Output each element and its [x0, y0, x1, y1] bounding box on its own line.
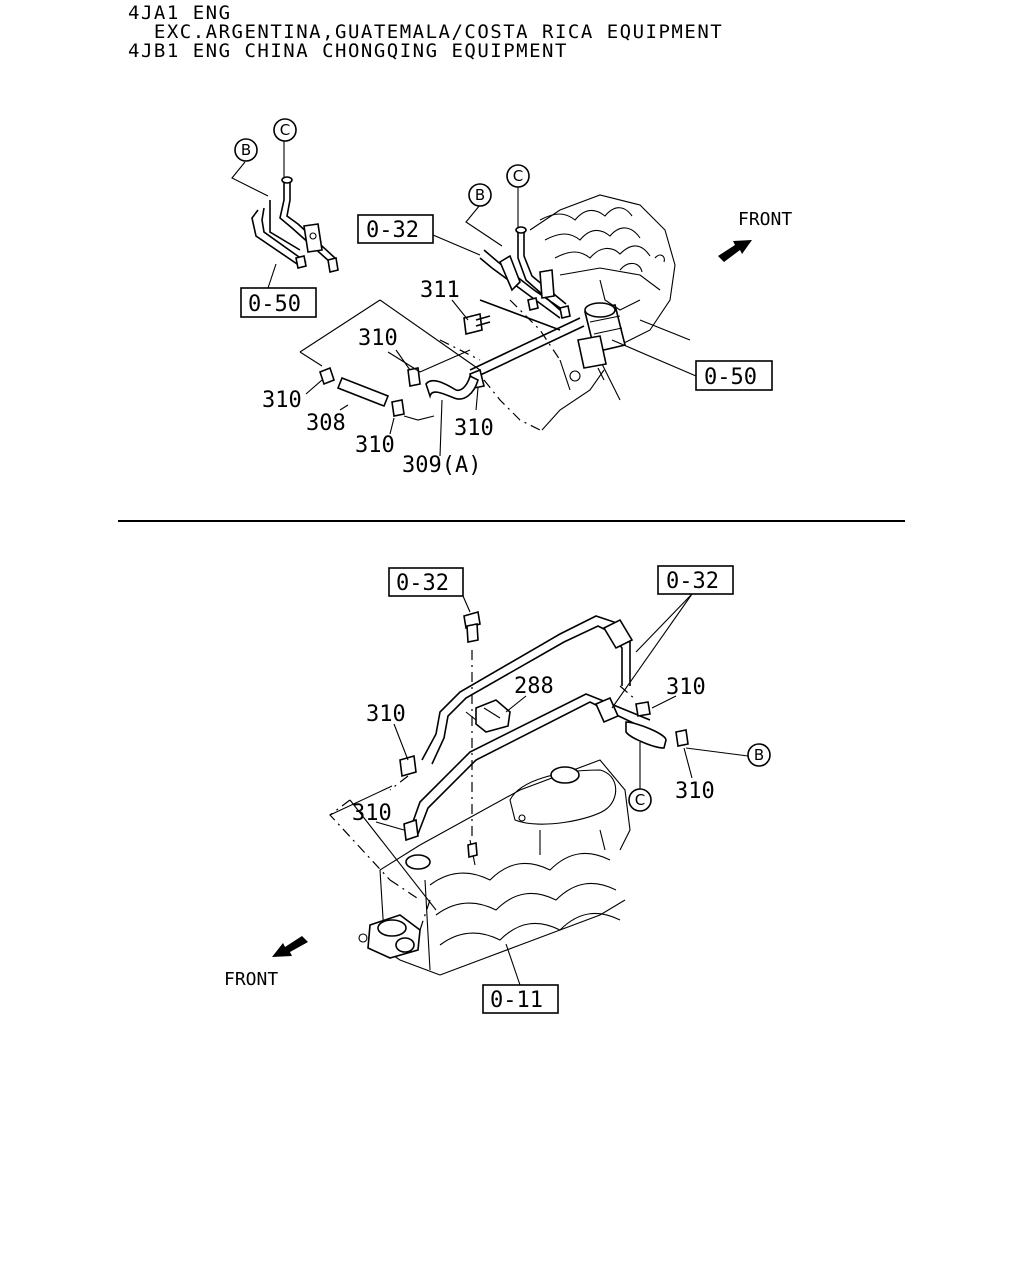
ref-circle-b-top-right: B — [468, 183, 492, 207]
box-ref-text: 0-50 — [704, 365, 757, 390]
ref-circle-c-bottom: C — [628, 788, 652, 812]
header-line-1: 4JA1 ENG — [128, 2, 232, 24]
top-right-pipe-assembly — [479, 226, 571, 319]
top-leader-lines — [231, 140, 697, 457]
part-label-310: 310 — [454, 416, 494, 441]
box-ref-0-50-right: 0-50 — [695, 360, 773, 391]
box-ref-text: 0-32 — [366, 218, 419, 243]
ref-c-text: C — [280, 121, 290, 139]
box-ref-text: 0-50 — [248, 292, 301, 317]
ref-b-text: B — [241, 141, 251, 159]
ref-c-text: C — [635, 791, 645, 809]
ref-circle-c-top-left: C — [273, 118, 297, 142]
box-ref-0-32-bottom-right: 0-32 — [657, 565, 734, 595]
part-label-310: 310 — [366, 702, 406, 727]
front-arrow-bottom: FRONT — [224, 936, 308, 990]
box-ref-text: 0-32 — [396, 571, 449, 596]
box-ref-0-50-left: 0-50 — [240, 287, 317, 318]
part-label-310: 310 — [666, 675, 706, 700]
part-label-310: 310 — [358, 326, 398, 351]
part-label-310: 310 — [355, 433, 395, 458]
bottom-bolt — [463, 610, 481, 859]
bottom-leader-lines — [375, 593, 749, 986]
part-label-308: 308 — [306, 411, 346, 436]
bottom-assembly-lines — [329, 685, 637, 931]
ref-c-text: C — [513, 167, 523, 185]
header-line-3: 4JB1 ENG CHINA CHONGQING EQUIPMENT — [128, 40, 568, 62]
part-label-288: 288 — [514, 674, 554, 699]
part-label-310: 310 — [352, 801, 392, 826]
front-label: FRONT — [738, 209, 792, 230]
box-ref-text: 0-32 — [666, 569, 719, 594]
front-label: FRONT — [224, 969, 278, 990]
front-arrow-icon — [718, 240, 752, 262]
top-left-pipe-assembly — [251, 176, 339, 273]
box-ref-0-11: 0-11 — [482, 984, 559, 1014]
ref-b-text: B — [754, 746, 764, 764]
box-ref-0-32-top: 0-32 — [357, 214, 434, 244]
box-ref-text: 0-11 — [490, 988, 543, 1013]
top-air-pump — [569, 302, 626, 382]
bottom-diagram: 0-32 0-32 0-11 B C 288 310 310 310 310 F… — [224, 565, 771, 1014]
top-diagram: B C B C 0-32 0-50 0-50 FRONT — [231, 118, 792, 478]
header-line-2: EXC.ARGENTINA,GUATEMALA/COSTA RICA EQUIP… — [128, 21, 724, 43]
filler-cap — [358, 914, 421, 959]
part-label-310: 310 — [675, 779, 715, 804]
hose-308 — [336, 376, 390, 408]
ref-circle-b-top-left: B — [234, 138, 258, 162]
ref-circle-b-bottom: B — [747, 743, 771, 767]
ref-circle-c-top-right: C — [506, 164, 530, 188]
bottom-hoses — [399, 615, 689, 870]
ref-b-text: B — [475, 186, 485, 204]
bracket-288 — [465, 699, 511, 733]
front-arrow-icon — [272, 936, 308, 957]
top-engine-block — [529, 194, 691, 401]
diagram-header: 4JA1 ENG EXC.ARGENTINA,GUATEMALA/COSTA R… — [128, 4, 723, 61]
front-arrow-top: FRONT — [718, 209, 792, 262]
part-label-311: 311 — [420, 278, 460, 303]
box-ref-0-32-bottom-left: 0-32 — [388, 567, 464, 597]
hose-309 — [425, 374, 479, 400]
part-label-310: 310 — [262, 388, 302, 413]
part-label-309: 309(A) — [402, 453, 481, 478]
